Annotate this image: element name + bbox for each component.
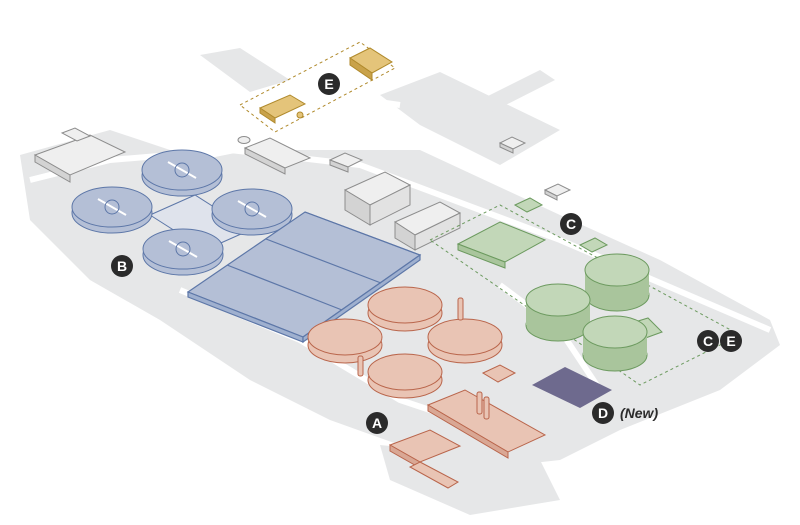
marker-c-secondary[interactable]: C — [697, 330, 719, 352]
existing-buildings — [33, 127, 572, 251]
marker-e[interactable]: E — [318, 73, 340, 95]
zone-e-area[interactable] — [239, 41, 396, 133]
marker-b[interactable]: B — [111, 255, 133, 277]
zone-c-area[interactable] — [429, 197, 742, 386]
marker-c[interactable]: C — [560, 213, 582, 235]
new-label: (New) — [620, 405, 659, 421]
marker-d[interactable]: D — [592, 402, 614, 424]
zone-a-buildings[interactable] — [388, 364, 547, 489]
zone-d-area[interactable] — [532, 367, 612, 408]
zone-b-clarifiers[interactable] — [71, 149, 293, 276]
zone-a-digesters[interactable] — [307, 286, 503, 399]
marker-e-secondary[interactable]: E — [720, 330, 742, 352]
marker-a[interactable]: A — [366, 412, 388, 434]
